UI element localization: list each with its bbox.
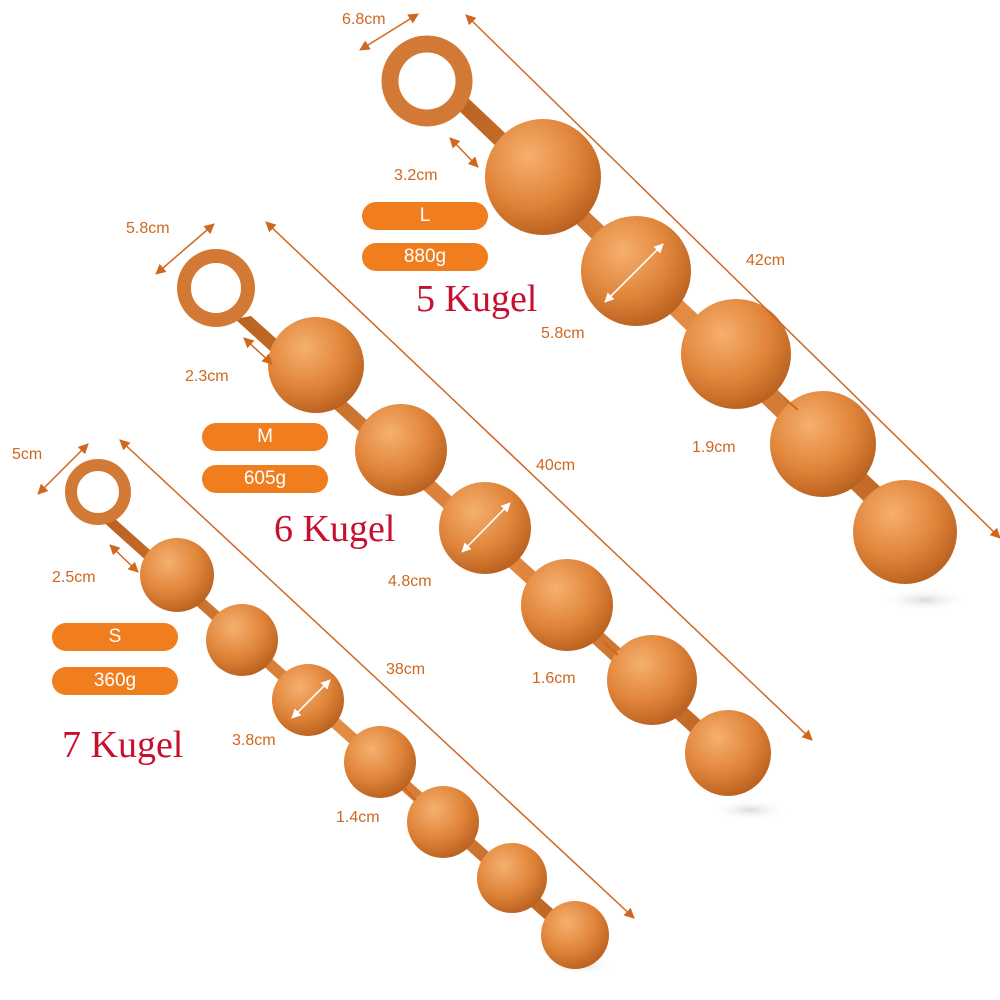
ball-large-3: [681, 299, 791, 409]
label-small-neck-length: 2.5cm: [52, 569, 96, 586]
arrow-small-ball: [291, 679, 331, 719]
arrow-medium-ball: [461, 502, 511, 553]
ring-small: [65, 459, 131, 525]
ball-small-3: [272, 664, 344, 736]
weight-badge-large: 880g: [362, 243, 488, 271]
arrow-large-neck: [449, 137, 479, 168]
arrow-large-ball: [604, 243, 664, 303]
label-large-ring-width: 6.8cm: [342, 11, 386, 28]
ball-count-large: 5 Kugel: [416, 278, 538, 320]
weight-badge-small: 360g: [52, 667, 178, 695]
label-small-ring-width: 5cm: [12, 446, 42, 463]
label-large-ball-diameter: 5.8cm: [541, 325, 585, 342]
label-medium-ball-diameter: 4.8cm: [388, 573, 432, 590]
shadow-large: [880, 588, 970, 612]
shadow-medium: [710, 799, 790, 821]
ball-count-medium: 6 Kugel: [274, 508, 396, 550]
arrow-large-ring: [359, 13, 419, 51]
ring-large: [381, 35, 473, 127]
arrow-medium-ring: [155, 223, 215, 275]
ring-medium: [177, 249, 255, 327]
label-small-ball-diameter: 3.8cm: [232, 732, 276, 749]
ball-small-2: [206, 604, 278, 676]
label-medium-link-diameter: 1.6cm: [532, 670, 576, 687]
ball-small-5: [407, 786, 479, 858]
label-small-total-length: 38cm: [386, 661, 425, 678]
arrow-small-ring: [37, 443, 89, 495]
arrow-medium-neck: [243, 337, 273, 365]
ball-medium-2: [355, 404, 447, 496]
ball-diameter-arrows: [291, 243, 664, 719]
label-large-link-diameter: 1.9cm: [692, 439, 736, 456]
label-medium-ring-width: 5.8cm: [126, 220, 170, 237]
arrow-small-link: [403, 787, 417, 801]
ball-small-7: [541, 901, 609, 969]
ball-medium-6: [685, 710, 771, 796]
size-badge-large: L: [362, 202, 488, 230]
ball-large-4: [770, 391, 876, 497]
label-medium-neck-length: 2.3cm: [185, 368, 229, 385]
ball-large-1: [485, 119, 601, 235]
label-small-link-diameter: 1.4cm: [336, 809, 380, 826]
weight-badge-medium: 605g: [202, 465, 328, 493]
dimension-labels: 6.8cm 3.2cm 42cm 5.8cm 1.9cm 5.8cm 2.3cm…: [12, 11, 785, 826]
ball-medium-1: [268, 317, 364, 413]
size-badge-medium: M: [202, 423, 328, 451]
ball-count-small: 7 Kugel: [62, 724, 184, 766]
label-large-total-length: 42cm: [746, 252, 785, 269]
ball-small-4: [344, 726, 416, 798]
ball-medium-4: [521, 559, 613, 651]
ball-small-1: [140, 538, 214, 612]
dimension-arrows: [37, 13, 1000, 919]
label-medium-total-length: 40cm: [536, 457, 575, 474]
arrow-small-total: [119, 439, 635, 919]
ball-small-6: [477, 843, 547, 913]
arrow-small-neck: [109, 544, 139, 573]
ball-large-5: [853, 480, 957, 584]
size-badge-small: S: [52, 623, 178, 651]
label-large-neck-length: 3.2cm: [394, 167, 438, 184]
ball-medium-5: [607, 635, 697, 725]
